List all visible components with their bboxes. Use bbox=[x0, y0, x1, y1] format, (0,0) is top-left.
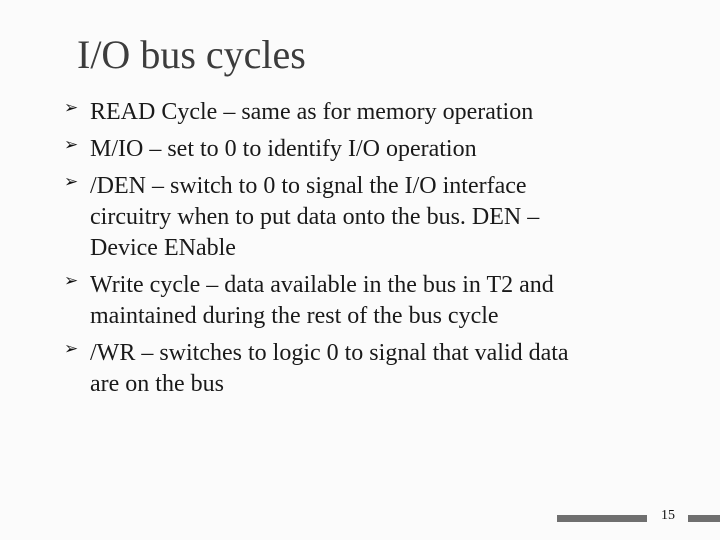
bullet-line: READ Cycle – same as for memory operatio… bbox=[90, 99, 534, 125]
bullet-list: ➢ READ Cycle – same as for memory operat… bbox=[64, 97, 694, 406]
page-number: 15 bbox=[661, 508, 675, 523]
arrow-bullet-icon: ➢ bbox=[64, 339, 79, 359]
bullet-item: ➢ /DEN – switch to 0 to signal the I/O i… bbox=[64, 171, 694, 264]
bullet-item: ➢ Write cycle – data available in the bu… bbox=[64, 270, 694, 332]
bullet-line: are on the bus bbox=[90, 371, 224, 397]
bullet-line: M/IO – set to 0 to identify I/O operatio… bbox=[90, 136, 477, 162]
footer-divider-bar-left bbox=[557, 515, 647, 522]
bullet-item: ➢ M/IO – set to 0 to identify I/O operat… bbox=[64, 134, 694, 165]
bullet-line: /DEN – switch to 0 to signal the I/O int… bbox=[90, 173, 527, 199]
arrow-bullet-icon: ➢ bbox=[64, 172, 79, 192]
bullet-item: ➢ READ Cycle – same as for memory operat… bbox=[64, 97, 694, 128]
arrow-bullet-icon: ➢ bbox=[64, 135, 79, 155]
slide-title: I/O bus cycles bbox=[77, 32, 306, 77]
arrow-bullet-icon: ➢ bbox=[64, 98, 79, 118]
bullet-line: maintained during the rest of the bus cy… bbox=[90, 303, 499, 329]
bullet-line: circuitry when to put data onto the bus.… bbox=[90, 204, 540, 230]
bullet-item: ➢ /WR – switches to logic 0 to signal th… bbox=[64, 338, 694, 400]
bullet-line: Write cycle – data available in the bus … bbox=[90, 272, 554, 298]
arrow-bullet-icon: ➢ bbox=[64, 271, 79, 291]
footer-divider-bar-right bbox=[688, 515, 720, 522]
bullet-line: /WR – switches to logic 0 to signal that… bbox=[90, 340, 569, 366]
bullet-line: Device ENable bbox=[90, 235, 236, 261]
